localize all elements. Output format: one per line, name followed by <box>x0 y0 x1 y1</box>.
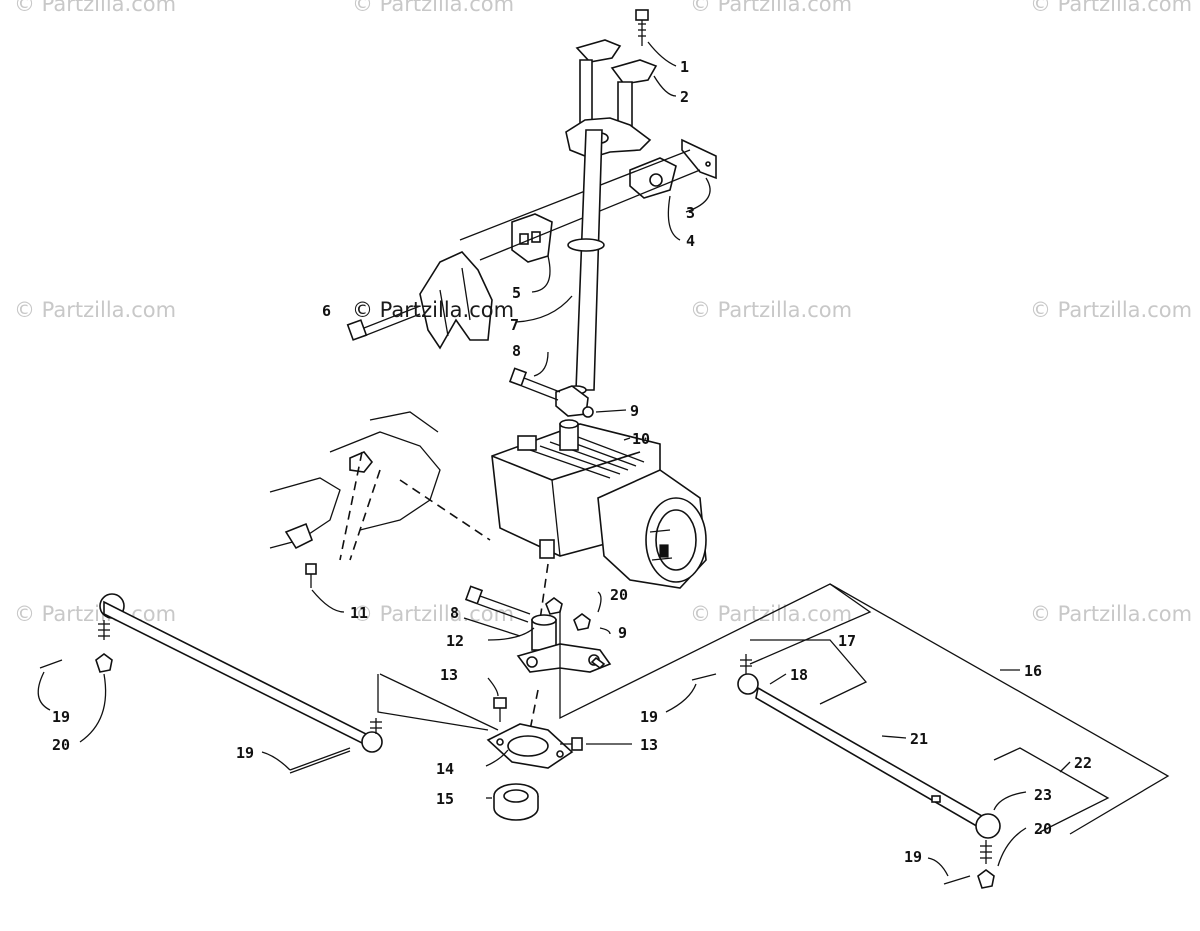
callout-1: 1 <box>680 58 689 76</box>
callout-8: 8 <box>450 604 459 622</box>
leader-lines <box>37 41 1071 877</box>
callout-17: 17 <box>838 632 856 650</box>
callout-20: 20 <box>610 586 628 604</box>
callout-23: 23 <box>1034 786 1052 804</box>
callout-14: 14 <box>436 760 454 778</box>
callout-3: 3 <box>686 204 695 222</box>
assembly-bracket-lines <box>377 583 1170 835</box>
watermark-text: © Partzilla.com <box>1030 602 1193 626</box>
watermark-text: © Partzilla.com <box>352 0 515 16</box>
watermark-text: © Partzilla.com <box>1030 298 1193 322</box>
callout-10: 10 <box>632 430 650 448</box>
callout-9: 9 <box>618 624 627 642</box>
pitman-arm <box>464 585 612 673</box>
steering-shaft <box>555 129 605 417</box>
right-tie-rod <box>691 654 1001 889</box>
mounting-bracket <box>346 251 493 350</box>
callout-19: 19 <box>640 708 658 726</box>
callout-19: 19 <box>904 848 922 866</box>
left-tie-rod <box>39 593 383 774</box>
callout-20: 20 <box>1034 820 1052 838</box>
callout-19: 19 <box>52 708 70 726</box>
callout-6: 6 <box>322 302 331 320</box>
watermark-text: © Partzilla.com <box>1030 0 1193 16</box>
callout-18: 18 <box>790 666 808 684</box>
callout-22: 22 <box>1074 754 1092 772</box>
callout-13: 13 <box>640 736 658 754</box>
shaft-centerline <box>527 689 539 741</box>
callout-16: 16 <box>1024 662 1042 680</box>
callout-11: 11 <box>350 604 368 622</box>
pinch-bolt-upper <box>508 367 594 418</box>
shaft-centerline <box>539 563 549 621</box>
vehicle-frame <box>269 411 491 588</box>
callout-7: 7 <box>510 316 519 334</box>
bearing-block-and-bracket <box>459 138 717 263</box>
callout-9: 9 <box>630 402 639 420</box>
watermark-text: © Partzilla.com <box>352 602 515 626</box>
callout-2: 2 <box>680 88 689 106</box>
watermark-text: © Partzilla.com <box>14 298 177 322</box>
callout-labels: 1 2 3 4 5 6 7 8 9 10 11 8 12 20 9 13 13 … <box>52 58 1092 866</box>
watermark-center-text: © Partzilla.com <box>352 298 515 322</box>
watermark-text: © Partzilla.com <box>14 602 177 626</box>
callout-21: 21 <box>910 730 928 748</box>
callout-15: 15 <box>436 790 454 808</box>
watermark-text: © Partzilla.com <box>690 298 853 322</box>
steering-post-clamps <box>565 9 658 159</box>
power-steering-unit <box>491 419 707 589</box>
watermark-text: © Partzilla.com <box>690 0 853 16</box>
callout-20: 20 <box>52 736 70 754</box>
watermark-text: © Partzilla.com <box>14 0 177 16</box>
watermark-text: © Partzilla.com <box>690 602 853 626</box>
callout-12: 12 <box>446 632 464 650</box>
callout-5: 5 <box>512 284 521 302</box>
callout-8: 8 <box>512 342 521 360</box>
callout-4: 4 <box>686 232 695 250</box>
callout-13: 13 <box>440 666 458 684</box>
flange-and-bearing <box>486 697 583 821</box>
callout-19: 19 <box>236 744 254 762</box>
